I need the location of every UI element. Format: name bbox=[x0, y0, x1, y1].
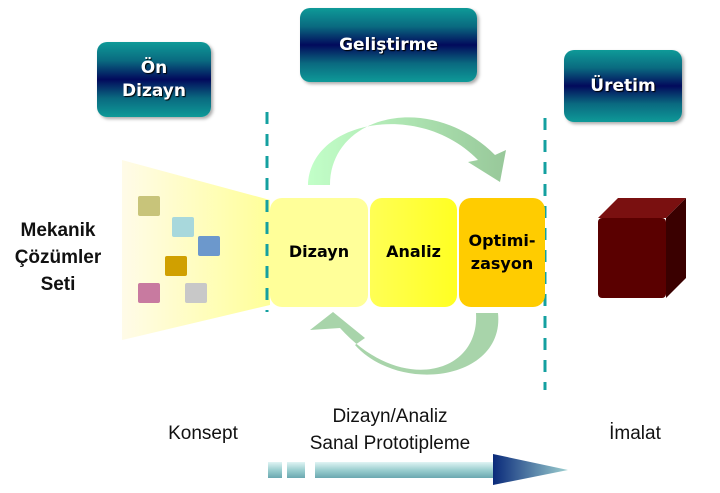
cycle-arrow-bottom bbox=[310, 312, 499, 375]
phase-pre-design: Ön Dizayn bbox=[97, 42, 211, 117]
phase-label: Geliştirme bbox=[339, 34, 438, 55]
product-cube bbox=[598, 198, 686, 298]
phase-label: Üretim bbox=[590, 75, 656, 96]
process-design: Dizayn bbox=[270, 198, 368, 307]
timeline-arrow bbox=[268, 454, 568, 485]
process-label: Analiz bbox=[386, 242, 441, 262]
label-line: Seti bbox=[40, 274, 76, 295]
cube bbox=[185, 283, 207, 303]
cube bbox=[172, 217, 194, 237]
cube bbox=[138, 196, 160, 216]
manufacturing-label: İmalat bbox=[609, 423, 661, 444]
cycle-arrow-top bbox=[308, 117, 506, 185]
process-optimization: Optimi- zasyon bbox=[459, 198, 545, 307]
virtual-prototyping-label-line2: Sanal Prototipleme bbox=[309, 433, 471, 454]
cube bbox=[198, 236, 220, 256]
phase-label: Ön Dizayn bbox=[122, 58, 186, 101]
concept-label: Konsept bbox=[168, 423, 238, 444]
phase-production: Üretim bbox=[564, 50, 682, 122]
cube bbox=[138, 283, 160, 303]
mechanical-solutions-set-label: Mekanik Çözümler Seti bbox=[0, 217, 116, 298]
process-label: Dizayn bbox=[288, 242, 350, 262]
label-line: Mekanik bbox=[20, 220, 96, 241]
process-analysis: Analiz bbox=[370, 198, 457, 307]
process-label: Optimi- zasyon bbox=[468, 231, 536, 273]
label-line: Çözümler bbox=[14, 247, 102, 268]
solution-cubes bbox=[138, 196, 220, 303]
funnel bbox=[122, 160, 270, 340]
phase-development: Geliştirme bbox=[300, 8, 477, 82]
virtual-prototyping-label-line1: Dizayn/Analiz bbox=[332, 406, 448, 427]
cube bbox=[165, 256, 187, 276]
